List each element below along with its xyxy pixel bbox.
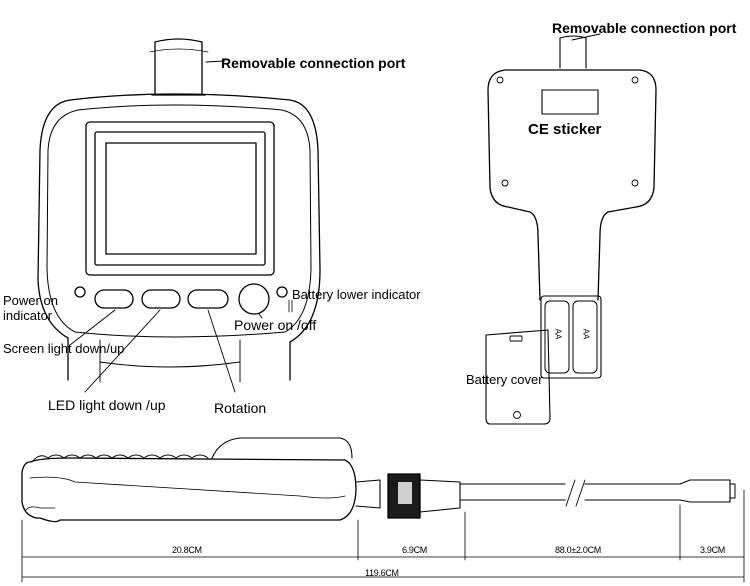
dim-connector-label: 6.9CM	[402, 545, 428, 555]
dim-cable-label: 88.0±2.0CM	[555, 545, 601, 555]
ce-sticker-area	[541, 89, 599, 115]
side-cable	[459, 483, 681, 501]
rotation-button	[187, 289, 229, 309]
rotation-label: Rotation	[214, 400, 267, 416]
dim-tip-label: 3.9CM	[700, 545, 726, 555]
screen-light-label: Screen light down/up	[3, 341, 125, 356]
dimension-lines	[21, 489, 745, 583]
battery-lower-indicator-label: Battery lower indicator	[292, 287, 421, 302]
ce-sticker-label: CE sticker	[528, 121, 602, 138]
power-on-indicator-label-line2: indicator	[3, 308, 53, 323]
side-handle	[21, 457, 357, 523]
power-button	[238, 283, 270, 315]
side-connector	[387, 473, 421, 519]
battery-aa-1-text: AA	[553, 328, 563, 340]
battery-aa-2-text: AA	[581, 328, 591, 340]
battery-compartment	[540, 295, 602, 379]
back-port-label: Removable connection port	[552, 20, 737, 36]
dim-total-label: 119.6CM	[365, 568, 399, 578]
side-view-drawing	[21, 437, 745, 583]
battery-aa-1	[544, 300, 570, 374]
power-on-indicator	[74, 286, 86, 298]
back-body-outline	[487, 69, 657, 301]
front-screen-frame	[85, 121, 275, 276]
battery-aa-2	[572, 300, 598, 374]
power-on-indicator-label: Power on	[3, 293, 58, 308]
front-port	[151, 38, 206, 96]
front-port-label: Removable connection port	[221, 55, 406, 71]
power-button-label: Power on /off	[234, 317, 317, 333]
led-light-label: LED light down /up	[48, 397, 166, 413]
screen-light-button	[94, 289, 134, 309]
front-view-drawing	[37, 38, 321, 393]
battery-cover-label: Battery cover	[466, 372, 543, 387]
battery-cover	[485, 329, 551, 425]
battery-lower-indicator	[276, 286, 288, 298]
front-body-outline	[37, 93, 321, 381]
back-view-drawing	[485, 33, 657, 425]
led-light-button	[141, 289, 181, 309]
dim-handle-label: 20.8CM	[172, 545, 202, 555]
front-screen	[105, 142, 257, 255]
